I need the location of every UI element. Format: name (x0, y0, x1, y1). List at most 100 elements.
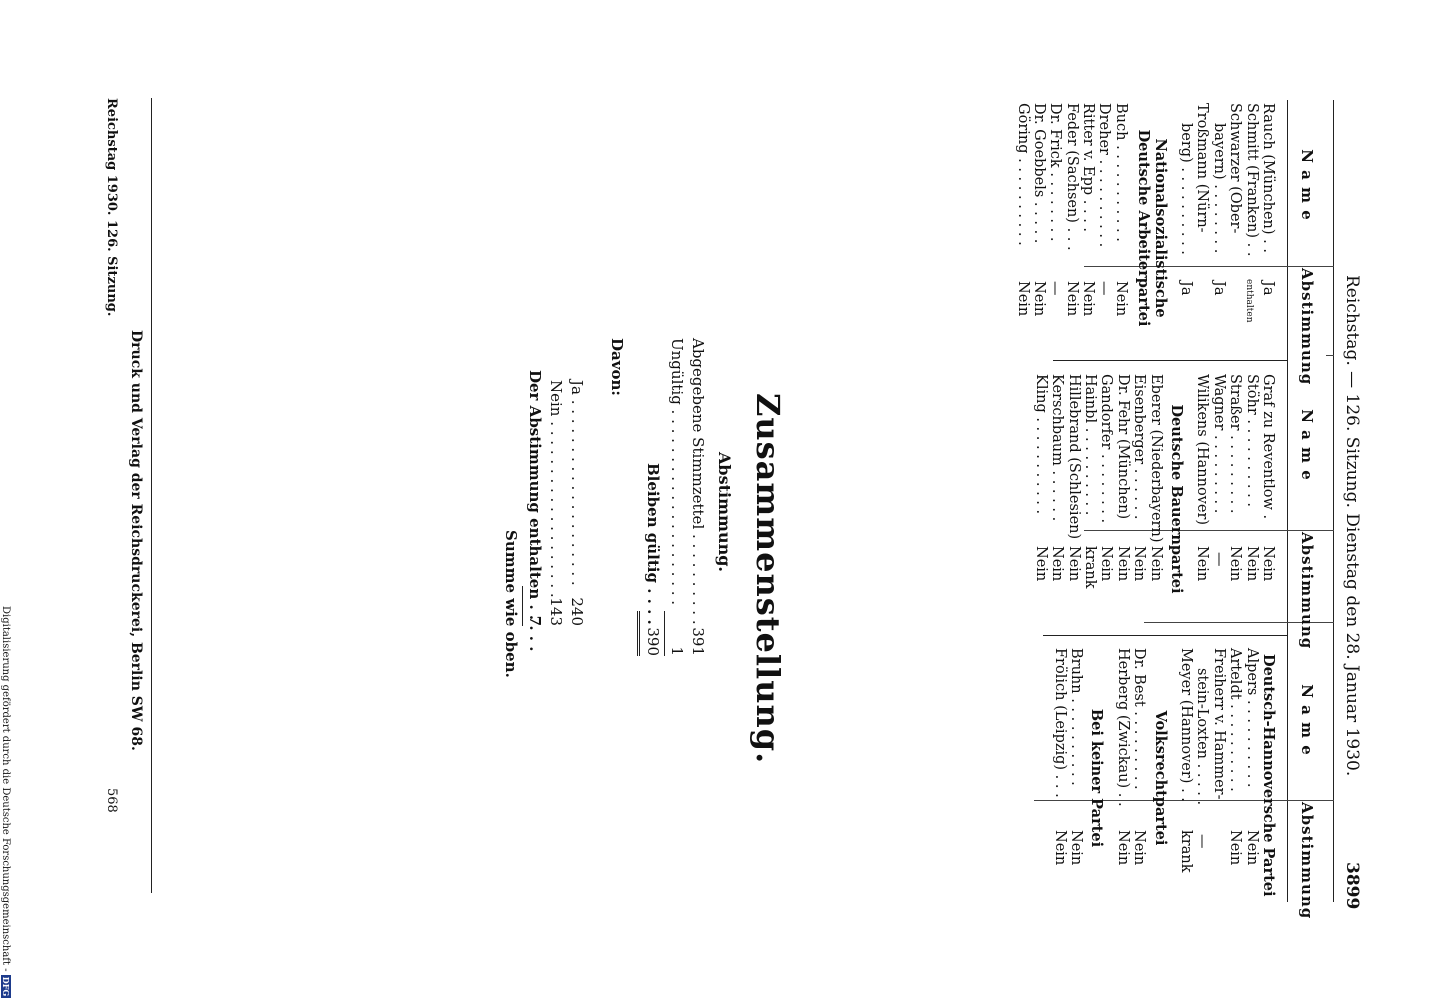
vote-value: Nein (1227, 830, 1244, 866)
member-name: Kerschbaum . . . . . . (1049, 374, 1066, 522)
summary-breakdown: Ja . . . . . . . . . . . . . . . . . . .… (499, 370, 586, 678)
table-row: Dr. Goebbels . . . . .Nein (1031, 103, 1047, 353)
vote-value: Nein (1068, 830, 1085, 866)
summary-value: 240 (568, 597, 586, 626)
member-name: Stöhr . . . . . . . . . . (1243, 374, 1260, 507)
vote-value: Nein (1051, 830, 1068, 866)
party-heading: Nationalsozialistische (1151, 138, 1169, 318)
member-name: Schmitt (Franken) . . (1243, 103, 1260, 257)
table-header-rule (1287, 100, 1288, 902)
column-divider (1043, 635, 1288, 636)
table-row: Freiherr v. Hammer- (1210, 648, 1227, 908)
vote-value: krank (1082, 546, 1099, 589)
member-name: Troßmann (Nürn- (1194, 103, 1211, 233)
table-row: Frölich (Leipzig) . . . Nein (1051, 648, 1068, 908)
member-name: Herberg (Zwickau) . . (1114, 648, 1131, 807)
table-row: Dr. Fehr (München) Nein (1114, 374, 1131, 624)
table-row: Feder (Sachsen) . . .Nein (1063, 103, 1080, 353)
table-row: Kerschbaum . . . . . . Nein (1049, 374, 1065, 624)
summary-label: Davon: (608, 338, 626, 396)
summary-label: Nein . . . . . . . . . . . . . . . . . .… (547, 380, 565, 598)
digitization-note-text: Digitalisierung gefördert durch die Deut… (0, 606, 11, 972)
member-name: Wilikens (Hannover) (1194, 374, 1211, 526)
summary-row: Bleiben gültig . . . . 390 (636, 338, 662, 656)
vote-value: krank (1178, 830, 1195, 873)
party-heading: Volksrechtpartei (1151, 710, 1169, 846)
summary-table: Abgegebene Stimmzettel . . . . . . . . .… (605, 338, 707, 656)
party-heading: Deutsche Bauernpartei (1168, 404, 1186, 594)
summary-label: Der Abstimmung enthalten . . . . . (526, 370, 544, 652)
member-name: Dr. Fehr (München) (1114, 374, 1131, 520)
summary-row: Ja . . . . . . . . . . . . . . . . . . .… (565, 380, 586, 626)
table-row: Schwarzer (Ober- (1227, 103, 1243, 353)
member-name: Rauch (München) . . (1260, 103, 1276, 253)
member-name: Ritter v. Epp . . . . (1080, 103, 1097, 233)
vote-value: Nein (1194, 546, 1211, 582)
vote-value: — (1047, 281, 1064, 296)
member-name: Bruhn . . . . . . . . . . (1068, 648, 1085, 786)
member-name: Dr. Best . . . . . . . . . (1131, 648, 1148, 790)
table-row: berg) . . . . . . . . . .Ja (1178, 103, 1194, 353)
summary-value: 391 (689, 627, 707, 656)
table-row: Ritter v. Epp . . . . Nein (1080, 103, 1096, 353)
summary-row: Davon: (605, 338, 626, 656)
column-divider (1326, 355, 1334, 356)
table-row: Dreher . . . . . . . . . . — (1096, 103, 1112, 353)
vote-value: Nein (1114, 546, 1131, 582)
table-row: Arteldt . . . . . . . . . . Nein (1227, 648, 1243, 908)
vote-value: Nein (1030, 281, 1047, 317)
summary-value: 143 (547, 597, 565, 626)
member-name: Arteldt . . . . . . . . . . (1227, 648, 1244, 792)
footer-rule (151, 98, 152, 893)
summary-row: Der Abstimmung enthalten . . . . . 7 (523, 370, 544, 651)
vote-value: Nein (1080, 281, 1097, 317)
table-row: Dr. Best . . . . . . . . .Nein (1131, 648, 1147, 908)
vote-value: — (1210, 552, 1227, 567)
table-row: Hainbl . . . . . . . . . . krank (1082, 374, 1098, 624)
table-row: Hillebrand (Schlesien)Nein (1065, 374, 1082, 624)
vote-value: Nein (1114, 830, 1131, 866)
table-row: Alpers . . . . . . . . . .Nein (1243, 648, 1260, 908)
member-name: berg) . . . . . . . . . . (1178, 123, 1195, 255)
member-name: Straßer . . . . . . . . . (1227, 374, 1244, 514)
table-row: Herberg (Zwickau) . . Nein (1114, 648, 1131, 908)
member-name: bayern) . . . . . . . . (1210, 123, 1227, 254)
summary-row: Ungültig . . . . . . . . . . . . . . . .… (665, 338, 686, 656)
member-name: Graf zu Reventlow . (1260, 374, 1276, 520)
summary-value: 390 (644, 627, 662, 656)
vote-value: Nein (1049, 546, 1066, 582)
member-name: Frölich (Leipzig) . . . (1051, 648, 1068, 798)
sheet-number: 568 (104, 788, 119, 813)
table-row: Wilikens (Hannover) Nein (1194, 374, 1210, 624)
member-name: Göring . . . . . . . . . . (1014, 103, 1031, 246)
vote-value: Nein (1243, 830, 1260, 866)
table-row: Dr. Frick . . . . . . . .— (1047, 103, 1063, 353)
member-name: stein-Loxten . . . . . (1194, 668, 1211, 806)
member-name: Kling . . . . . . . . . . . (1032, 374, 1049, 515)
vote-value: Nein (1065, 546, 1082, 582)
member-name: Eberer (Niederbayern) (1147, 374, 1164, 543)
member-name: Dreher . . . . . . . . . . (1096, 103, 1113, 248)
table-row: Eisenberger . . . . . . Nein (1131, 374, 1147, 624)
table-row: Graf zu Reventlow .Nein (1260, 374, 1276, 624)
vote-column-2: Graf zu Reventlow .Nein Stöhr . . . . . … (1033, 374, 1276, 624)
member-name: Eisenberger . . . . . . (1131, 374, 1148, 520)
party-heading: Deutsche Arbeiterpartei (1135, 129, 1153, 327)
column-header-vote: Abstimmung (1298, 532, 1316, 650)
member-name: Gandorfer . . . . . . . . (1098, 374, 1115, 524)
vote-value: — (1194, 834, 1211, 849)
summary-title: Zusammenstellung. (749, 393, 787, 765)
summary-subtitle: Abstimmung. (715, 452, 734, 572)
table-row: bayern) . . . . . . . .Ja (1210, 103, 1227, 353)
vote-value: — (1096, 281, 1113, 296)
member-name: Hainbl . . . . . . . . . . (1082, 374, 1099, 516)
table-row: Kling . . . . . . . . . . .Nein (1033, 374, 1049, 624)
vote-value: Nein (1131, 546, 1148, 582)
table-row: Wagner . . . . . . . . .— (1210, 374, 1227, 624)
table-row: Gandorfer . . . . . . . .Nein (1098, 374, 1114, 624)
summary-row: Summe wie oben. (499, 380, 520, 678)
table-row: Buch . . . . . . . . . . .Nein (1112, 103, 1129, 353)
summary-row: Abgegebene Stimmzettel . . . . . . . . .… (686, 338, 707, 656)
column-header-name: N a m e (1298, 409, 1316, 481)
